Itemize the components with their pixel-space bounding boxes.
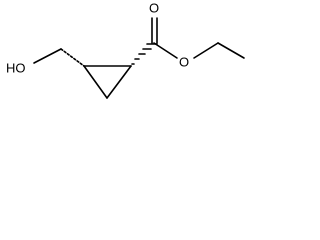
bond-ethyl-ch2-ch3 (217, 42, 245, 59)
bond-ho-ch2 (33, 48, 62, 64)
ester-oxygen-label: O (179, 54, 189, 69)
carbonyl-oxygen-label: O (149, 0, 159, 15)
hydroxyl-label: HO (6, 60, 26, 75)
bond-ch2-ring-left (60, 48, 85, 67)
molecule-drawing: HO O O (6, 0, 245, 99)
ring-bond-right (106, 65, 132, 99)
hashed-wedge-right (131, 43, 158, 65)
ring-bond-left (83, 65, 108, 99)
chemical-structure-canvas: HO O O (0, 0, 270, 110)
bond-carbonyl-ester-oxygen (153, 42, 178, 59)
bond-ester-oxygen-ch2 (193, 42, 219, 59)
